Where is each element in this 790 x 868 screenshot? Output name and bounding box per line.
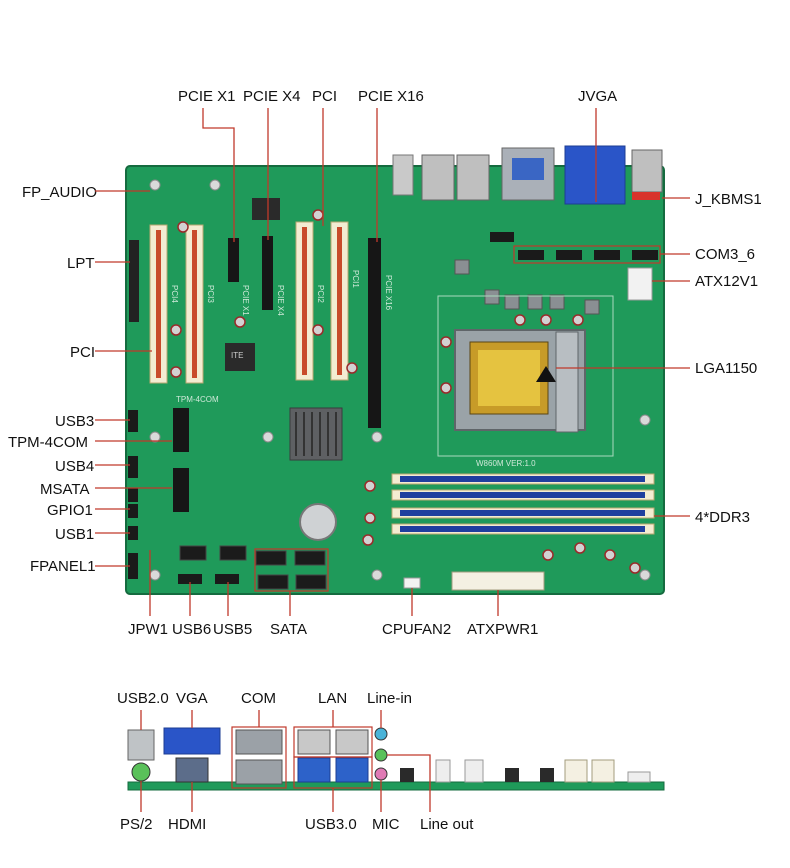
- label-msata: MSATA: [40, 481, 89, 498]
- label-cpufan2: CPUFAN2: [382, 621, 451, 638]
- label-com3-6: COM3_6: [695, 246, 755, 263]
- capacitors: [170, 209, 641, 574]
- label-usb3: USB3: [55, 413, 94, 430]
- chipset-heatsink: [289, 407, 343, 461]
- usb30-port-1: [297, 757, 331, 783]
- ite-chip-mid: [225, 343, 255, 371]
- label-line-out: Line out: [420, 816, 474, 833]
- lan-port-2: [335, 729, 369, 755]
- lga1150-socket: [437, 295, 614, 457]
- ite-chip-top: [252, 198, 280, 220]
- label-ddr3: 4*DDR3: [695, 509, 750, 526]
- vga-port-top: [564, 145, 626, 205]
- label-ps2: PS/2: [120, 816, 153, 833]
- pci-slots: [149, 221, 349, 384]
- lpt-header: [129, 240, 139, 322]
- label-usb20: USB2.0: [117, 690, 169, 707]
- label-usb6: USB6: [172, 621, 211, 638]
- label-pci-top: PCI: [312, 88, 337, 105]
- usb5-header: [215, 574, 239, 584]
- label-jpw1: JPW1: [128, 621, 168, 638]
- io-callouts: USB2.0 VGA COM LAN Line-in PS/2 HDMI USB…: [117, 690, 474, 833]
- silk-pci2: PCI2: [316, 285, 325, 303]
- label-lga1150: LGA1150: [695, 360, 757, 377]
- lan-port-1: [297, 729, 331, 755]
- label-usb1: USB1: [55, 526, 94, 543]
- label-atx12v1: ATX12V1: [695, 273, 758, 290]
- pcie-x4-slot: [262, 236, 273, 310]
- silk-pcie-x16: PCIE X16: [384, 275, 393, 311]
- usb30-port-2: [335, 757, 369, 783]
- label-tpm-4com: TPM-4COM: [8, 434, 88, 451]
- label-com: COM: [241, 690, 276, 707]
- silk-model: W860M VER:1.0: [476, 459, 536, 468]
- silkscreen-labels: PCI4 PCI3 PCIE X1 PCIE X4 PCI2 PCI1 PCIE…: [170, 270, 536, 468]
- atxpwr1-connector: [451, 571, 545, 591]
- io-board-parts: [400, 759, 651, 783]
- rear-io-top: [392, 145, 663, 205]
- silk-pci3: PCI3: [206, 285, 215, 303]
- io-pcb-edge: [127, 781, 665, 791]
- board-callouts: PCIE X1 PCIE X4 PCI PCIE X16 JVGA FP_AUD…: [8, 88, 762, 638]
- label-vga: VGA: [176, 690, 208, 707]
- com-port-1: [235, 729, 283, 755]
- left-headers: [128, 410, 138, 579]
- silk-pcie-x4: PCIE X4: [276, 285, 285, 316]
- label-mic: MIC: [372, 816, 400, 833]
- j-kbms1-header: [632, 192, 660, 200]
- usb6-header: [178, 574, 202, 584]
- msata-slot: [173, 468, 189, 512]
- label-pcie-x16: PCIE X16: [358, 88, 424, 105]
- label-jvga: JVGA: [578, 88, 617, 105]
- label-lpt: LPT: [67, 255, 95, 272]
- label-pcie-x4: PCIE X4: [243, 88, 301, 105]
- label-sata: SATA: [270, 621, 307, 638]
- label-pci-left: PCI: [70, 344, 95, 361]
- com-port-2: [235, 759, 283, 785]
- vga-port: [163, 727, 221, 755]
- label-fp-audio: FP_AUDIO: [22, 184, 97, 201]
- label-gpio1: GPIO1: [47, 502, 93, 519]
- label-pcie-x1: PCIE X1: [178, 88, 236, 105]
- vrm: [454, 259, 600, 315]
- cpufan2-header: [403, 577, 421, 589]
- label-atxpwr1: ATXPWR1: [467, 621, 538, 638]
- atx12v1-connector: [627, 267, 653, 301]
- label-fpanel1: FPANEL1: [30, 558, 96, 575]
- line-in-jack: [374, 727, 388, 741]
- mic-jack: [374, 767, 388, 781]
- hdmi-port: [175, 757, 209, 783]
- ddr3-slots: [391, 473, 655, 535]
- silk-pcie-x1: PCIE X1: [241, 285, 250, 316]
- label-j-kbms1: J_KBMS1: [695, 191, 762, 208]
- label-usb5: USB5: [213, 621, 252, 638]
- cmos-battery: [299, 503, 337, 541]
- io-panel: [127, 726, 665, 791]
- motherboard: PCI4 PCI3 PCIE X1 PCIE X4 PCI2 PCI1 PCIE…: [125, 145, 665, 595]
- ps2-port: [131, 762, 151, 782]
- mpcie-slot: [173, 408, 189, 452]
- sata-connectors: [179, 545, 327, 590]
- silk-tpm: TPM-4COM: [176, 395, 219, 404]
- label-line-in: Line-in: [367, 690, 412, 707]
- com-headers: [490, 232, 658, 260]
- silk-ite: ITE: [231, 351, 243, 360]
- usb20-stack: [127, 729, 155, 761]
- label-usb4: USB4: [55, 458, 94, 475]
- label-hdmi: HDMI: [168, 816, 206, 833]
- silk-pci1: PCI1: [351, 270, 360, 288]
- line-out-jack: [374, 748, 388, 762]
- silk-pci4: PCI4: [170, 285, 179, 303]
- label-lan: LAN: [318, 690, 347, 707]
- pcie-x16-slot: [368, 238, 381, 428]
- pcie-x1-slot: [228, 238, 239, 282]
- label-usb30: USB3.0: [305, 816, 357, 833]
